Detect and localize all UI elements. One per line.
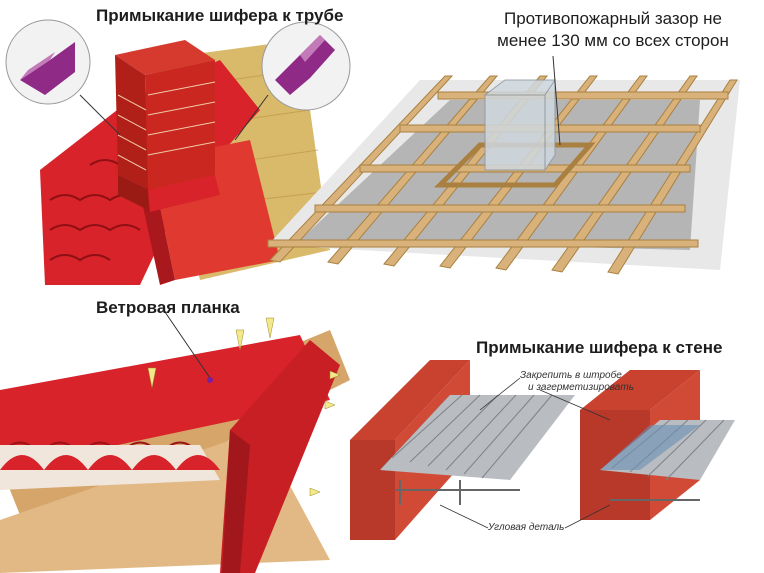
- chimney-flashing-illustration: [5, 19, 351, 285]
- fire-gap-caption: Противопожарный зазор не менее 130 мм со…: [478, 8, 748, 52]
- fire-gap-line-1: Противопожарный зазор не: [503, 9, 723, 28]
- note-fix-line-2: и загерметизировать: [528, 382, 634, 393]
- wall-flashing-title: Примыкание шифера к стене: [476, 338, 723, 357]
- corner-part-label: Угловая деталь: [488, 522, 565, 533]
- fire-gap-line-2: менее 130 мм со всех сторон: [497, 31, 729, 50]
- note-fix-line-1: Закрепить в штробе: [520, 370, 622, 381]
- wind-board-title: Ветровая планка: [96, 298, 240, 317]
- wind-board-illustration: [0, 311, 350, 573]
- fire-gap-illustration: [267, 55, 740, 275]
- pipe-flashing-title: Примыкание шифера к трубе: [96, 6, 344, 25]
- wall-flashing-illustration: [350, 360, 735, 540]
